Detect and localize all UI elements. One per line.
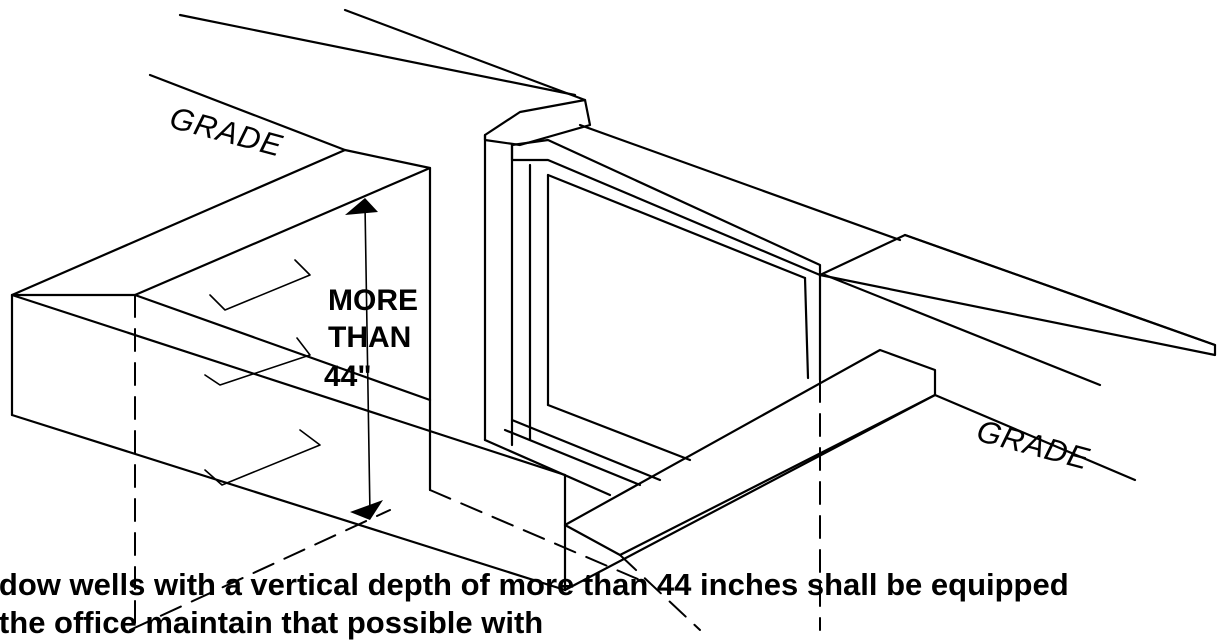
caption-line2: t the office maintain that possible with [0,605,544,640]
left-well-wall [10,148,567,631]
depth-dimension [345,198,383,520]
house-wall-with-window [483,98,1217,497]
background-grade-lines [148,8,1217,482]
grade-label-left: GRADE [166,100,286,164]
depth-label-line3: 44" [324,360,372,393]
depth-label-line2: THAN [328,321,411,354]
right-well-wall [129,348,937,631]
caption: ndow wells with a vertical depth of more… [0,566,1220,640]
arrow-icon [345,198,378,215]
ladder-rung-icon [204,259,321,486]
grade-label-right: GRADE [973,413,1093,477]
caption-line1: ndow wells with a vertical depth of more… [0,567,1069,602]
arrow-icon [350,500,383,520]
depth-label-line1: MORE [328,284,418,317]
